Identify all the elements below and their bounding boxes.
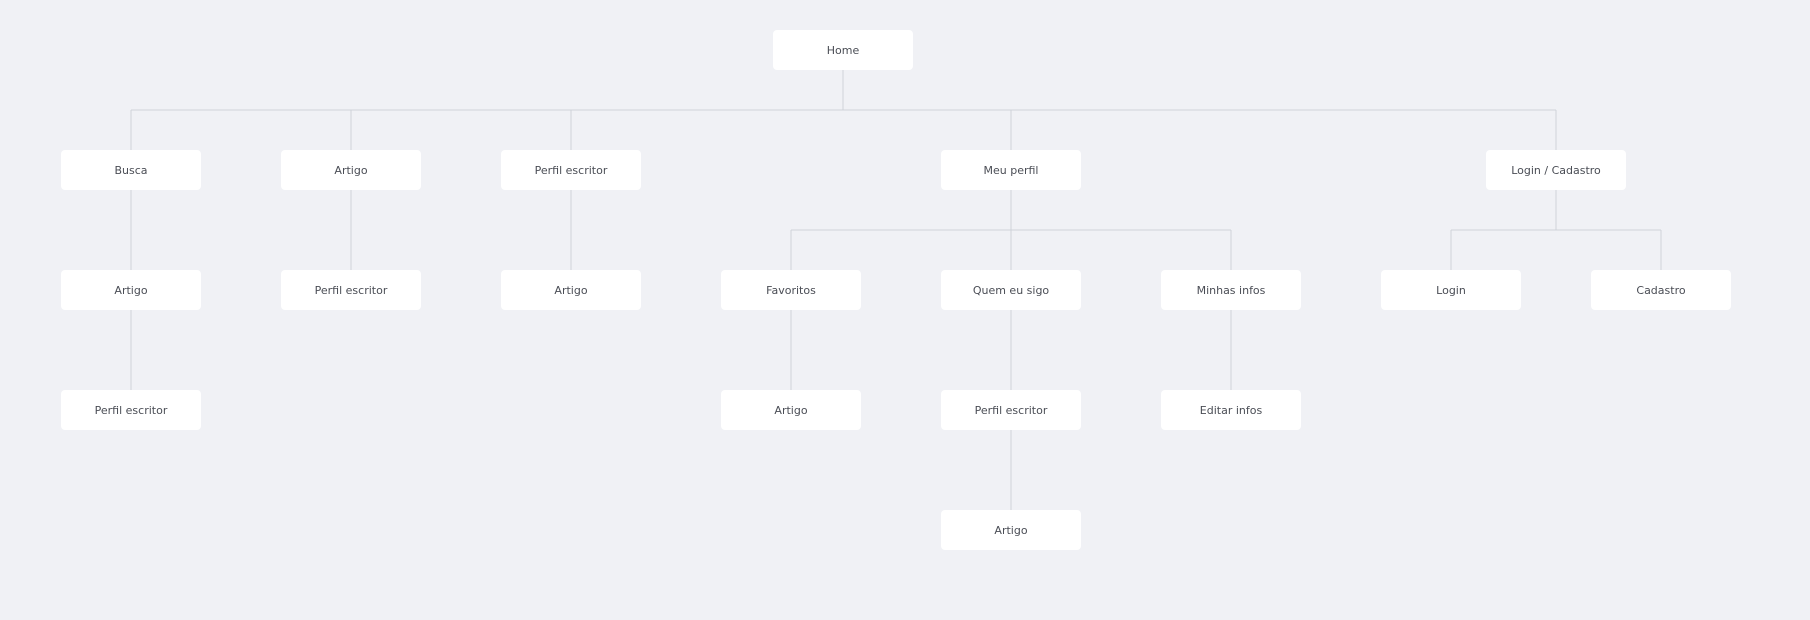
node-busca[interactable]: Busca bbox=[61, 150, 201, 190]
node-cadastro[interactable]: Cadastro bbox=[1591, 270, 1731, 310]
node-quem-eu-sigo-artigo[interactable]: Artigo bbox=[941, 510, 1081, 550]
node-quem-eu-sigo[interactable]: Quem eu sigo bbox=[941, 270, 1081, 310]
node-artigo[interactable]: Artigo bbox=[281, 150, 421, 190]
node-busca-artigo[interactable]: Artigo bbox=[61, 270, 201, 310]
node-artigo-perfil-escritor[interactable]: Perfil escritor bbox=[281, 270, 421, 310]
node-meu-perfil[interactable]: Meu perfil bbox=[941, 150, 1081, 190]
node-favoritos[interactable]: Favoritos bbox=[721, 270, 861, 310]
node-login[interactable]: Login bbox=[1381, 270, 1521, 310]
node-minhas-infos[interactable]: Minhas infos bbox=[1161, 270, 1301, 310]
node-login-cadastro[interactable]: Login / Cadastro bbox=[1486, 150, 1626, 190]
node-perfil-escritor[interactable]: Perfil escritor bbox=[501, 150, 641, 190]
node-busca-perfil-escritor[interactable]: Perfil escritor bbox=[61, 390, 201, 430]
node-quem-eu-sigo-perfil-escritor[interactable]: Perfil escritor bbox=[941, 390, 1081, 430]
node-favoritos-artigo[interactable]: Artigo bbox=[721, 390, 861, 430]
node-perfil-escritor-artigo[interactable]: Artigo bbox=[501, 270, 641, 310]
node-home[interactable]: Home bbox=[773, 30, 913, 70]
node-editar-infos[interactable]: Editar infos bbox=[1161, 390, 1301, 430]
